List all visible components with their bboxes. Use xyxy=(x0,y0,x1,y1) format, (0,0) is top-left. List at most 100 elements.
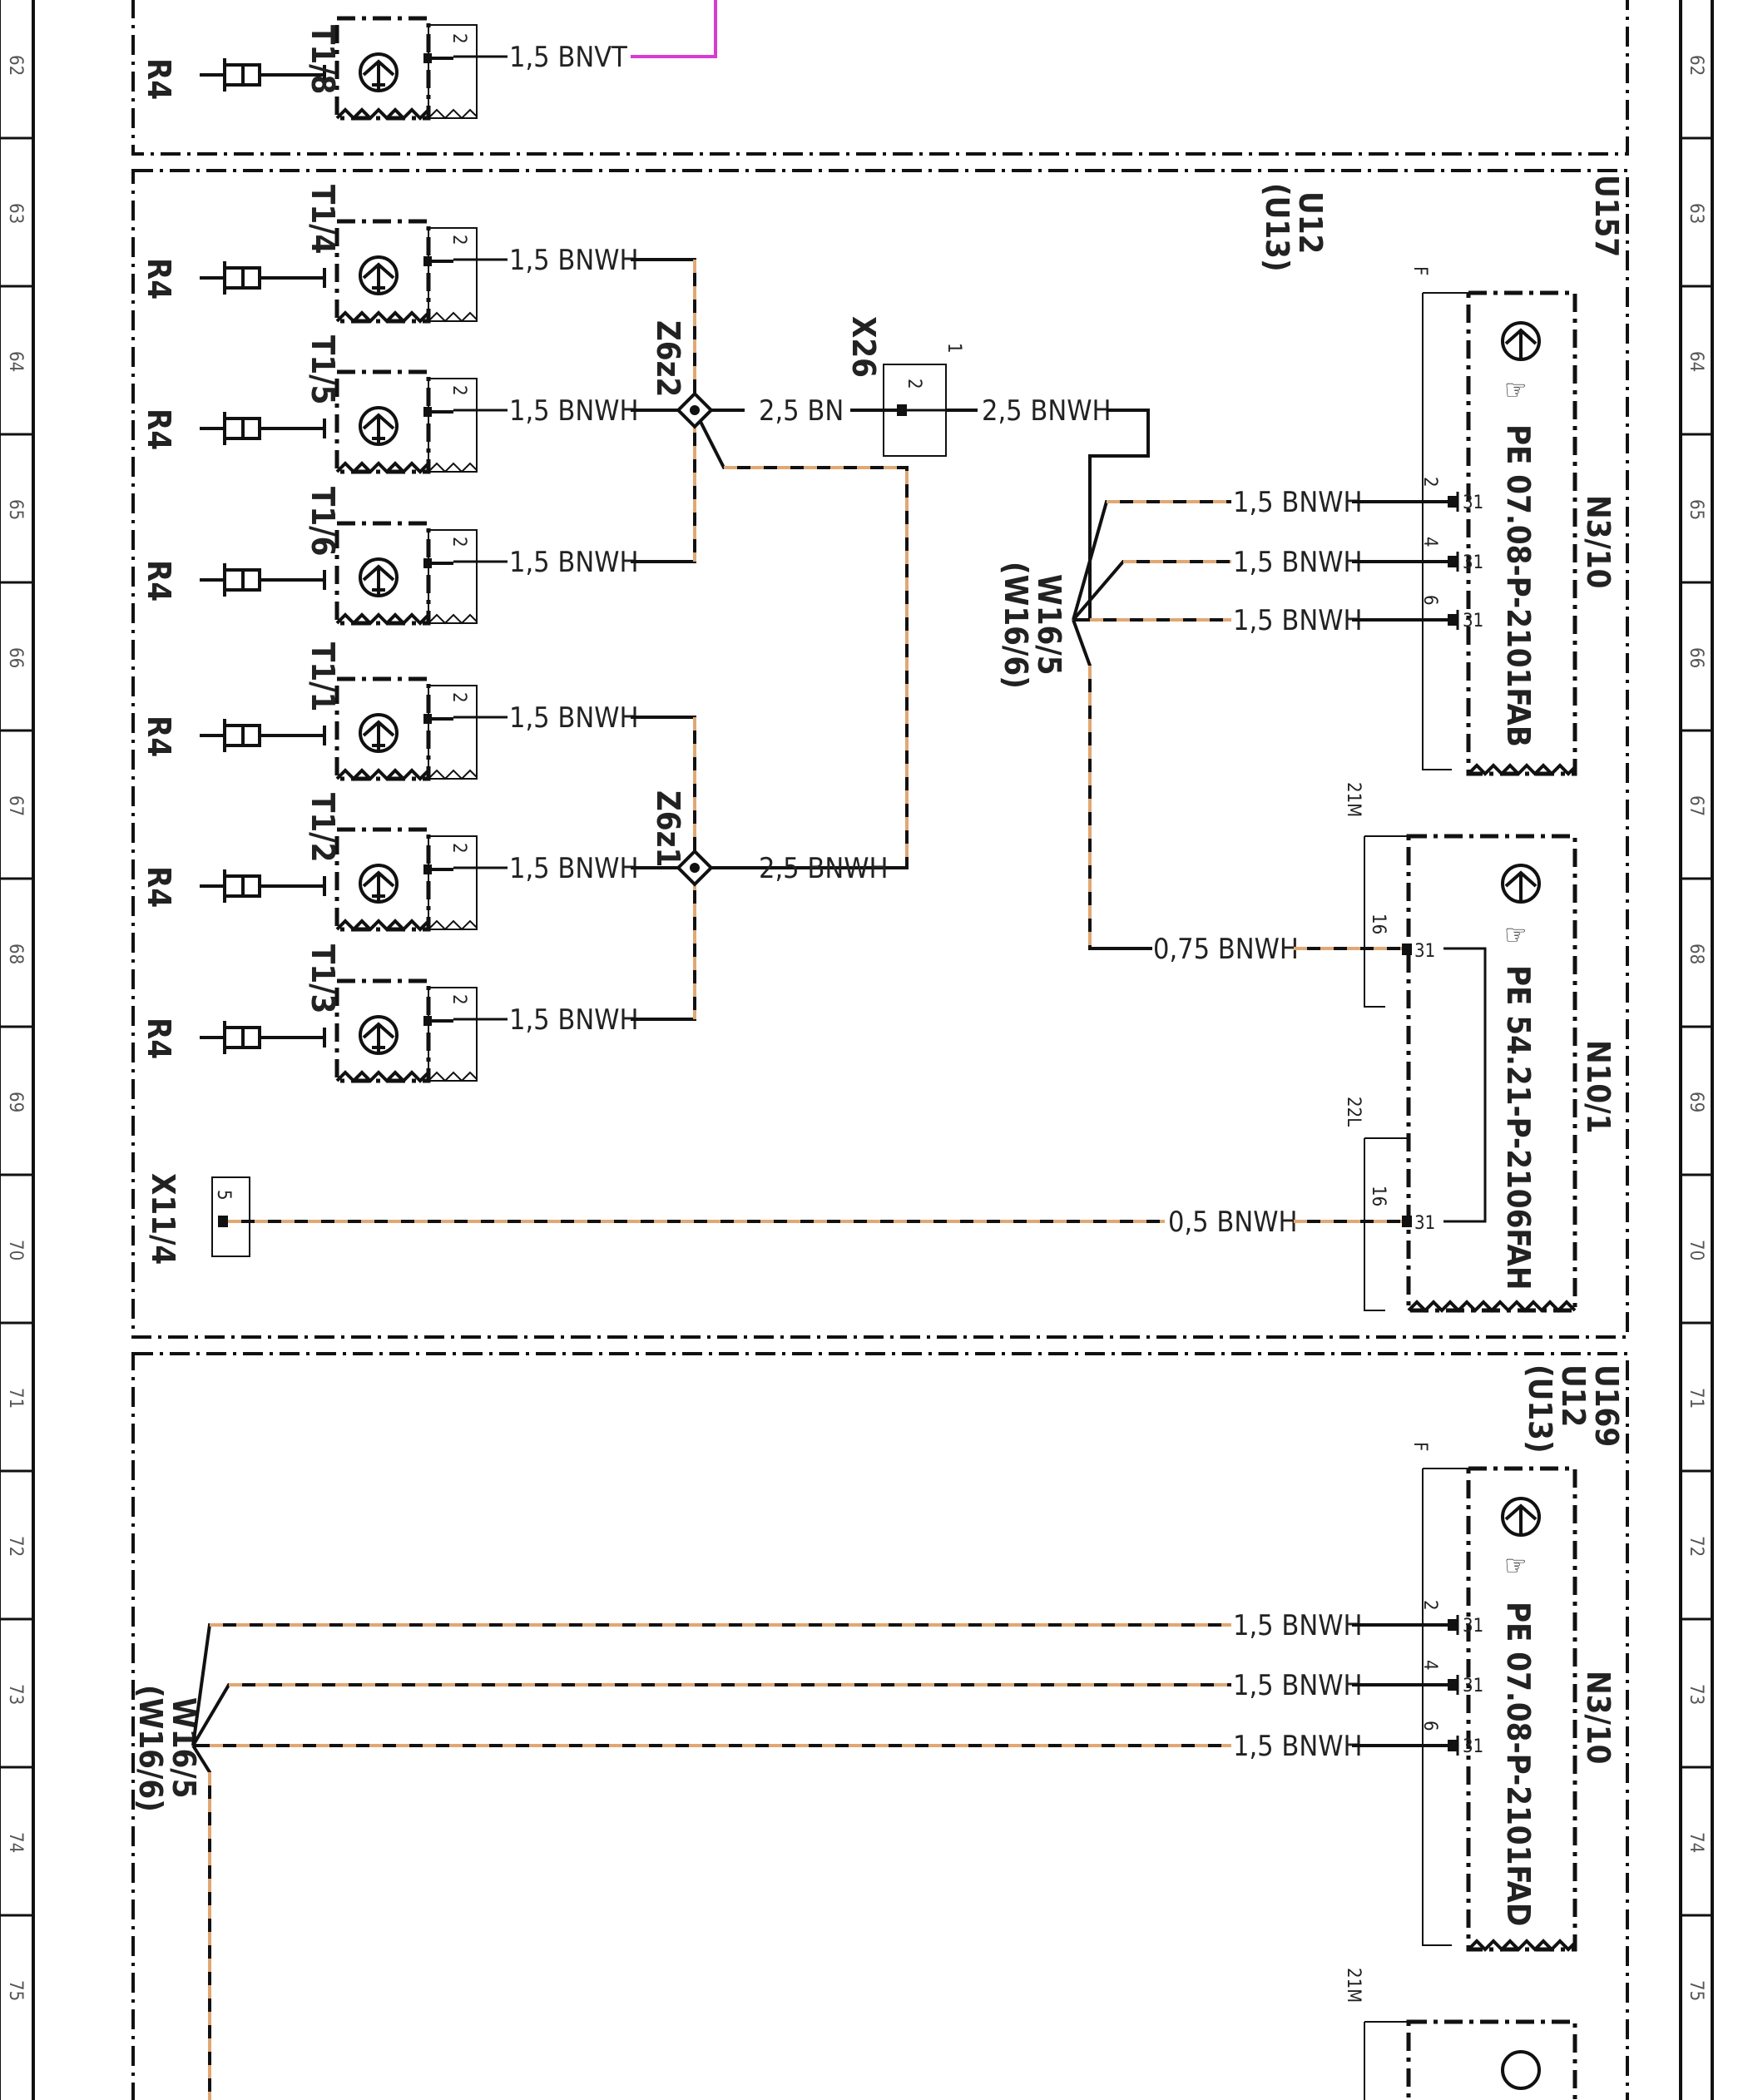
sensor-label: T1/2 xyxy=(305,793,341,862)
sensor-wire-label: 1,5 BNWH xyxy=(509,546,638,579)
sensor-ground-label: R4 xyxy=(141,716,177,757)
module-pin: 1,5 BNWH 4 31 xyxy=(1233,1660,1483,1702)
left-ruler xyxy=(0,0,35,2100)
module-n10-1-term-b: 31 xyxy=(1414,1213,1435,1234)
module-pin-term: 31 xyxy=(1463,611,1483,631)
wire-n10-1-a: 0,75 BNWH xyxy=(1153,933,1299,966)
splice-z6z1-label: Z6z1 xyxy=(650,790,686,867)
module-pin-wire: 1,5 BNWH xyxy=(1233,546,1362,579)
wire-splice-out: 2,5 BN xyxy=(759,394,844,428)
sensor-t1-3: T1/3R4 2 1,5 BNWH xyxy=(141,944,641,1081)
ruler-number: 64 xyxy=(5,351,26,372)
module-pin-number: 4 xyxy=(1419,1660,1440,1671)
right-ruler xyxy=(1679,0,1714,2100)
ruler-number: 64 xyxy=(1686,351,1706,372)
sensor-ground-label: R4 xyxy=(141,866,177,908)
module-pin-number: 4 xyxy=(1419,537,1440,547)
module-pin-wire: 1,5 BNWH xyxy=(1233,1609,1362,1642)
ruler-number: 70 xyxy=(5,1240,26,1260)
sensor-ground-label: R4 xyxy=(141,560,177,602)
splice-z6z1: Z6z1 xyxy=(650,790,714,887)
ruler-number: 72 xyxy=(5,1536,26,1557)
module-n10-1-conn-b: 22L xyxy=(1343,1097,1364,1127)
module-n3-10-upper-ref: PE 07.08-P-2101FAB xyxy=(1500,424,1537,747)
module-pin-wire: 1,5 BNWH xyxy=(1233,1669,1362,1702)
sensor-t1-8-label: T1/8 xyxy=(305,25,341,94)
sensor-pin: 2 xyxy=(448,537,469,547)
sensor-wire-label: 1,5 BNWH xyxy=(509,701,638,735)
module-pin-wire: 1,5 BNWH xyxy=(1233,1730,1362,1763)
module-n10-1-ref: PE 54.21-P-2106FAH xyxy=(1500,965,1537,1290)
wire-x26-out: 2,5 BNWH xyxy=(982,394,1111,428)
group-label-u12: U12 xyxy=(1292,191,1329,254)
module-n3-10-upper: F N3/10 PE 07.08-P-2101FAB ☞ xyxy=(1409,266,1617,776)
sensor-t1-8-pin: 2 xyxy=(448,33,469,44)
group-label-u157: U157 xyxy=(1588,175,1625,257)
splice-z6z2: Z6z2 xyxy=(650,320,714,429)
sensor-ground-label: R4 xyxy=(141,409,177,450)
module-pin-number: 2 xyxy=(1419,477,1440,488)
group-label-u13: (U13) xyxy=(1259,183,1295,272)
group-label-u169: U169 xyxy=(1588,1365,1625,1447)
sensor-wire-label: 1,5 BNWH xyxy=(509,394,638,428)
connector-x26-pin: 2 xyxy=(904,379,924,389)
module-pin-term: 31 xyxy=(1463,493,1483,513)
connector-x26: X26 2 1 xyxy=(845,316,964,457)
connector-x26-label: X26 xyxy=(845,316,882,378)
sensor-wire-label: 1,5 BNWH xyxy=(509,1003,638,1037)
module-pin-term: 31 xyxy=(1463,1676,1483,1696)
sensor-pin: 2 xyxy=(448,994,469,1005)
hand-pointer-icon: ☞ xyxy=(1504,1549,1527,1582)
connector-x11-4-label: X11/4 xyxy=(145,1173,181,1265)
sensor-wire-label: 1,5 BNWH xyxy=(509,244,638,277)
ruler-number: 74 xyxy=(1686,1832,1706,1853)
ruler-number: 69 xyxy=(5,1092,26,1112)
ruler-number: 67 xyxy=(5,795,26,816)
sensor-pin: 2 xyxy=(448,385,469,396)
module-n10-1: ☞ N10/1 PE 54.21-P-2106FAH 21M 22L 16 31… xyxy=(1343,782,1617,1313)
module-n10-1-pin-b: 16 xyxy=(1368,1186,1389,1206)
group-label-u12-bottom: U12 xyxy=(1555,1365,1592,1427)
sensor-pin: 2 xyxy=(448,843,469,854)
module-next-partial: 21M xyxy=(1343,1968,1577,2100)
ruler-number: 75 xyxy=(1686,1980,1706,2001)
sensor-label: T1/5 xyxy=(305,335,341,404)
ruler-number: 65 xyxy=(1686,499,1706,520)
splice-z6z2-label: Z6z2 xyxy=(650,320,686,397)
ruler-number: 70 xyxy=(1686,1240,1706,1260)
ruler-number: 66 xyxy=(5,647,26,668)
ground-point-bottom-alt: (W16/6) xyxy=(132,1685,169,1812)
hand-pointer-icon: ☞ xyxy=(1504,374,1527,407)
ruler-number: 68 xyxy=(1686,944,1706,964)
ground-point-w16-5-mid: W16/5 (W16/6) xyxy=(998,500,1231,950)
module-pin-term: 31 xyxy=(1463,1616,1483,1637)
group-label-u13-bottom: (U13) xyxy=(1522,1365,1558,1454)
sensor-t1-5: T1/5R4 2 1,5 BNWH xyxy=(141,335,641,472)
sensor-label: T1/1 xyxy=(305,642,341,711)
module-pin-term: 31 xyxy=(1463,1736,1483,1757)
module-n10-1-term-a: 31 xyxy=(1414,941,1435,962)
sensor-label: T1/3 xyxy=(305,944,341,1013)
section-top-frame xyxy=(131,0,1629,156)
section-mid-frame xyxy=(131,169,1629,1339)
module-pin-wire: 1,5 BNWH xyxy=(1233,604,1362,637)
ruler-number: 62 xyxy=(1686,55,1706,76)
connector-x11-4-pin: 5 xyxy=(213,1190,234,1201)
module-pin-term: 31 xyxy=(1463,552,1483,573)
sensor-ground-label: R4 xyxy=(141,1018,177,1059)
ground-point-label: W16/5 xyxy=(1031,574,1067,676)
ruler-number: 69 xyxy=(1686,1092,1706,1112)
module-n3-10-lower-ref: PE 07.08-P-2101FAD xyxy=(1500,1602,1537,1926)
ruler-number: 67 xyxy=(1686,795,1706,816)
module-n3-10-upper-tag: F xyxy=(1409,266,1430,275)
ruler-number: 71 xyxy=(5,1388,26,1409)
ground-point-w16-5-bottom: W16/5 (W16/6) xyxy=(132,1623,1231,2100)
